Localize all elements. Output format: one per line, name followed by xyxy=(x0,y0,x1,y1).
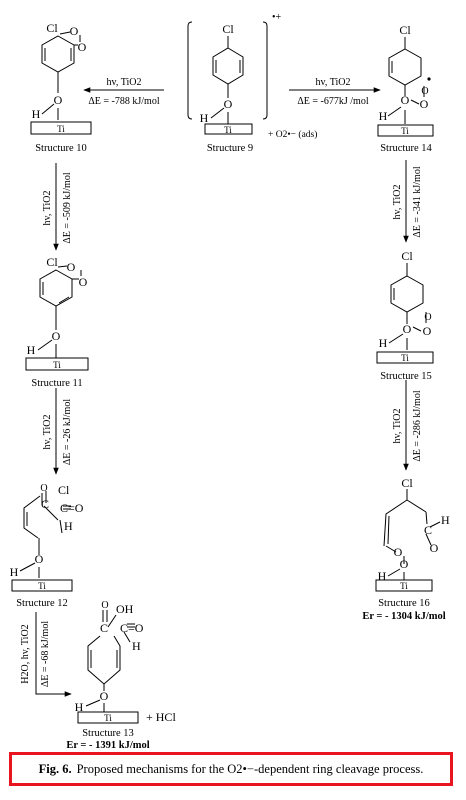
arrow-s12-condition: hv, TiO2 xyxy=(42,415,53,450)
s12-co: C=O xyxy=(60,501,84,515)
s10-cl: Cl xyxy=(46,21,58,35)
s12-cl: Cl xyxy=(58,483,70,497)
s11-ti: Ti xyxy=(53,360,61,370)
s14-o3: O xyxy=(421,86,428,97)
s14-ti: Ti xyxy=(401,126,409,136)
s12-h: H xyxy=(64,519,73,533)
s13-o: O xyxy=(100,689,109,703)
arrow-s14-condition: hv, TiO2 xyxy=(316,77,351,88)
structure-16-energy: Er = - 1304 kJ/mol xyxy=(362,611,445,622)
arrow-s10-energy: ΔE = -788 kJ/mol xyxy=(88,96,159,107)
s16-cl: Cl xyxy=(401,476,413,490)
arrow-s11-condition: hv, TiO2 xyxy=(42,191,53,226)
structure-13-molecule xyxy=(77,610,139,724)
s16-h-top: H xyxy=(441,513,450,527)
s13-co: C=O xyxy=(120,621,144,635)
caption-label: Fig. 6. xyxy=(38,761,72,776)
structure-15-molecule xyxy=(376,263,434,364)
arrow-s14-energy: ΔE = -677kJ /mol xyxy=(297,96,368,107)
arrow-s13-condition: H2O, hv, TiO2 xyxy=(20,624,31,683)
structure-16-molecule xyxy=(375,489,441,592)
hcl-product: + HCl xyxy=(146,710,176,724)
s14-o1: O xyxy=(401,93,410,107)
s14-o2: O xyxy=(420,97,429,111)
caption-text: Proposed mechanisms for the O2•−-depende… xyxy=(76,761,424,776)
superoxide-ads: + O2•− (ads) xyxy=(268,129,317,140)
structure-16-label: Structure 16 xyxy=(378,598,430,609)
s16-c: C xyxy=(424,523,432,537)
figure-caption: Fig. 6. Proposed mechanisms for the O2•−… xyxy=(9,752,453,786)
s11-o1: O xyxy=(67,260,76,274)
s10-o2: O xyxy=(78,40,87,54)
s15-o3: O xyxy=(424,312,431,323)
s10-ti: Ti xyxy=(57,124,65,134)
structure-14-molecule xyxy=(377,37,434,137)
s13-oh: OH xyxy=(116,602,134,616)
s9-h: H xyxy=(200,111,209,125)
s12-h2: H xyxy=(10,565,19,579)
s16-ti: Ti xyxy=(400,581,408,591)
s15-o1: O xyxy=(403,322,412,336)
s15-h: H xyxy=(379,336,388,350)
arrow-s13-energy: ΔE = -68 kJ/mol xyxy=(40,621,51,687)
s13-o-top: O xyxy=(101,600,108,611)
s16-o-left: O xyxy=(394,545,403,559)
s12-c1: C xyxy=(41,497,49,511)
arrow-s16-condition: hv, TiO2 xyxy=(392,409,403,444)
structure-13-energy: Er = - 1391 kJ/mol xyxy=(66,740,149,750)
s12-o-top: O xyxy=(40,483,47,494)
arrow-s15-energy: ΔE = -341 kJ/mol xyxy=(412,166,423,237)
s16-o: O xyxy=(400,557,409,571)
s10-h: H xyxy=(32,107,41,121)
s11-h: H xyxy=(27,343,36,357)
arrow-s15-condition: hv, TiO2 xyxy=(392,185,403,220)
s13-ti: Ti xyxy=(104,713,112,723)
structure-11-molecule xyxy=(25,265,89,371)
s15-o2: O xyxy=(423,324,432,338)
structure-13-label: Structure 13 xyxy=(82,728,134,739)
s15-cl: Cl xyxy=(401,249,413,263)
arrow-s11-energy: ΔE = -509 kJ/mol xyxy=(62,172,73,243)
arrow-s16-energy: ΔE = -286 kJ/mol xyxy=(412,390,423,461)
s14-h: H xyxy=(379,109,388,123)
s11-cl: Cl xyxy=(46,255,58,269)
structure-10-molecule xyxy=(30,31,92,135)
s10-o: O xyxy=(54,93,63,107)
s15-ti: Ti xyxy=(401,353,409,363)
arrow-s12-to-s13 xyxy=(35,612,72,697)
s13-c1: C xyxy=(100,621,108,635)
arrow-s10-condition: hv, TiO2 xyxy=(107,77,142,88)
structure-15-label: Structure 15 xyxy=(380,371,432,382)
s13-h2: H xyxy=(75,700,84,714)
radical-cation: •+ xyxy=(272,12,282,23)
structure-12-label: Structure 12 xyxy=(16,598,68,609)
structure-14-label: Structure 14 xyxy=(380,143,432,154)
s12-o: O xyxy=(35,552,44,566)
structure-10-label: Structure 10 xyxy=(35,143,87,154)
s16-o-right: O xyxy=(430,541,439,555)
arrow-s12-energy: ΔE = -26 kJ/mol xyxy=(62,399,73,465)
s13-h: H xyxy=(132,639,141,653)
s12-ti: Ti xyxy=(38,581,46,591)
s11-o: O xyxy=(52,329,61,343)
s9-o: O xyxy=(224,97,233,111)
s10-o1: O xyxy=(70,24,79,38)
structure-9-label: Structure 9 xyxy=(207,143,253,154)
s9-ti: Ti xyxy=(224,125,232,135)
s16-h: H xyxy=(378,569,387,583)
structure-11-label: Structure 11 xyxy=(31,378,82,389)
s11-o2: O xyxy=(79,275,88,289)
reaction-scheme: Cl O H Ti •+ Structure 9 + O2•− (ads) Cl… xyxy=(10,12,450,750)
structure-9-molecule xyxy=(187,21,268,135)
structure-12-molecule xyxy=(11,491,73,592)
s9-cl: Cl xyxy=(222,22,234,36)
s14-cl: Cl xyxy=(399,23,411,37)
